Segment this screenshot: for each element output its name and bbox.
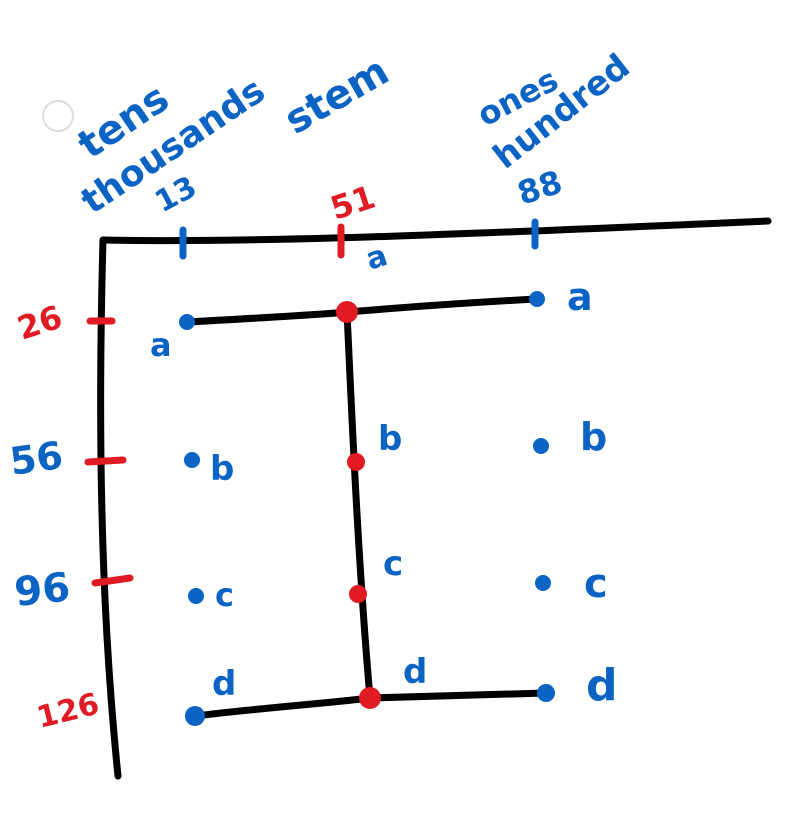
vertical-connector (343, 308, 374, 702)
row3-value: 96 (12, 564, 72, 616)
col1-point-d (185, 706, 205, 726)
col3-point-c-label: c (584, 561, 608, 607)
left-axis-line (97, 236, 122, 780)
col1-point-d-label: d (212, 664, 236, 704)
connecting-lines (184, 295, 550, 720)
col2-point-c (349, 585, 367, 603)
row1-connector (184, 295, 541, 326)
col3-point-b (533, 438, 549, 454)
header-col2: stem (277, 48, 397, 144)
col1-point-b (184, 452, 200, 468)
col2-point-b (347, 453, 365, 471)
col1-points: a b c d (150, 314, 236, 726)
row2-tick (84, 456, 127, 466)
col1-point-a-label: a (150, 326, 172, 364)
col2-points: b c d (336, 301, 427, 709)
col3-value: 88 (513, 163, 567, 213)
row1-value: 26 (13, 298, 67, 348)
col1-point-c-label: c (215, 576, 234, 614)
col2-value: 51 (326, 178, 380, 228)
col3-point-b-label: b (580, 415, 607, 459)
row3-tick (91, 574, 134, 587)
col3-point-d (537, 684, 555, 702)
axes (97, 217, 772, 780)
row2-value: 56 (7, 433, 65, 484)
column-ticks (179, 218, 539, 260)
col2-point-d-label: d (403, 652, 427, 692)
col3-point-a (529, 291, 545, 307)
col3-point-d-label: d (586, 660, 618, 711)
col2-point-a (336, 301, 358, 323)
column-values: 13 51 a 88 (149, 163, 566, 278)
row4-value: 126 (33, 687, 102, 736)
col2-point-b-label: b (378, 419, 402, 459)
col1-point-a (179, 314, 195, 330)
col3-point-a-label: a (567, 275, 593, 319)
cursor-circle-artifact (42, 100, 74, 132)
col2-point-c-label: c (383, 544, 403, 584)
col1-point-b-label: b (210, 449, 234, 489)
col3-point-c (535, 575, 551, 591)
col2-sub-label: a (362, 238, 392, 278)
col3-points: a b c d (529, 275, 618, 711)
col2-point-d (359, 687, 381, 709)
col1-point-c (188, 588, 204, 604)
top-axis-line (99, 217, 772, 245)
